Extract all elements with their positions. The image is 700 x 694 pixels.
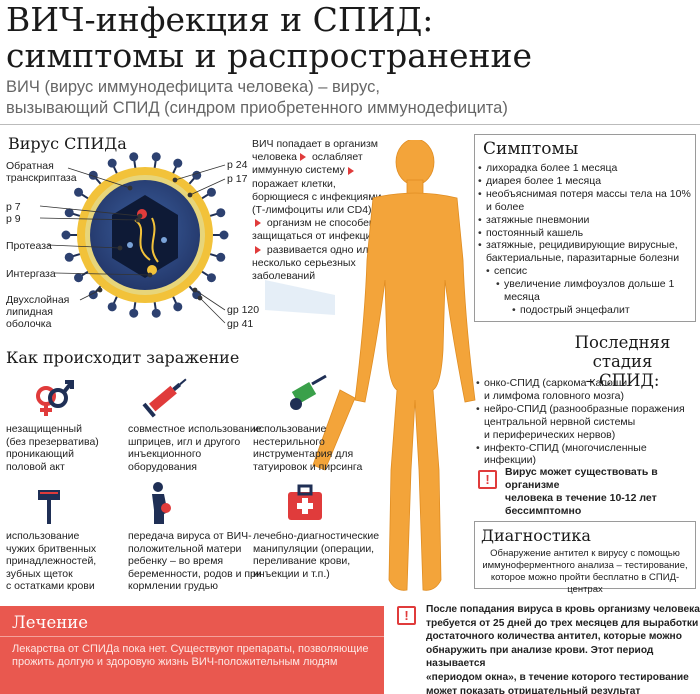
- page-subtitle: ВИЧ (вирус иммунодефицита человека) – ви…: [6, 77, 606, 119]
- virus-spike-head: [151, 308, 161, 318]
- last-stage-heading-line-1: Последняя стадия: [574, 333, 671, 371]
- treatment-heading: Лечение: [12, 613, 88, 632]
- transmission-heading: Как происходит заражение: [6, 348, 240, 367]
- symptoms-panel: Симптомы лихорадка более 1 месяца диарея…: [474, 134, 696, 322]
- virus-spike-head: [61, 230, 71, 240]
- transmission-item-3: использование нестерильного инструментар…: [253, 423, 363, 473]
- mechanism-step-1: ВИЧ попадает в организм человека: [252, 138, 379, 164]
- infection-mechanism-text: ВИЧ попадает в организм человека ослабля…: [252, 138, 382, 283]
- arrow-to-body: [265, 280, 335, 315]
- last-stage-item: нейро-СПИД (разнообразные поражения цент…: [476, 403, 698, 442]
- label-p24: p 24: [227, 159, 248, 171]
- razor-icon: [38, 490, 60, 524]
- transmission-item-5: передача вируса от ВИЧ- положительной ма…: [128, 530, 262, 592]
- pregnant-woman-icon: [152, 482, 171, 524]
- hiv-virus-diagram: [61, 152, 229, 318]
- diagnostics-panel: Диагностика Обнаружение антител к вирусу…: [474, 521, 696, 595]
- title-line-2: симптомы и распространение: [6, 36, 533, 75]
- virus-spike-head: [64, 252, 74, 262]
- mechanism-step-2: ослабляет иммунную систему: [252, 151, 363, 177]
- capsid: [112, 195, 178, 278]
- symptom-item: лихорадка более 1 месяца: [478, 162, 693, 175]
- arrow-icon: [255, 245, 261, 254]
- virus-spike-head: [151, 152, 161, 162]
- treatment-text: Лекарства от СПИДа пока нет. Существуют …: [12, 643, 369, 668]
- treatment-divider: [0, 636, 384, 637]
- human-body-figure: [265, 140, 476, 591]
- last-stage-item: онко-СПИД (саркома Капоши и лимфома голо…: [476, 377, 698, 403]
- survival-warning-text: Вирус может существовать в организме чел…: [505, 466, 658, 517]
- syringe-icon: [142, 378, 187, 418]
- window-period-text: После попадания вируса в кровь организму…: [426, 604, 700, 694]
- symptom-item: постоянный кашель: [478, 227, 693, 240]
- virus-spike-head: [206, 187, 216, 197]
- symptoms-heading: Симптомы: [483, 139, 579, 159]
- virus-spike-head: [173, 302, 183, 312]
- label-p7: p 7: [6, 201, 21, 213]
- last-stage-list: онко-СПИД (саркома Капоши и лимфома голо…: [476, 377, 698, 467]
- title-line-1: ВИЧ-инфекция и СПИД:: [6, 0, 434, 39]
- warning-icon: !: [397, 606, 416, 625]
- transmission-item-1: незащищенный (без презерватива) проникаю…: [6, 423, 99, 473]
- page-title: ВИЧ-инфекция и СПИД: симптомы и распрост…: [6, 2, 606, 74]
- header-divider: [0, 124, 700, 125]
- arrow-icon: [347, 166, 354, 175]
- symptom-item: диарея более 1 месяца: [478, 175, 693, 188]
- mechanism-step-3: поражает клетки, борющиеся с инфекциями …: [252, 177, 382, 217]
- label-gp120: gp 120: [227, 304, 260, 316]
- subtitle-line-2: вызывающий СПИД (синдром приобретенного …: [6, 99, 508, 117]
- transmission-item-6: лечебно-диагностические манипуляции (опе…: [253, 530, 380, 580]
- virus-spike-head: [88, 170, 98, 180]
- virus-spike-head: [216, 252, 226, 262]
- mechanism-step-4: организм не способен защищаться от инфек…: [252, 217, 378, 243]
- tattoo-machine-icon: [290, 374, 327, 410]
- arrow-icon: [255, 219, 261, 228]
- virus-spike-head: [64, 208, 74, 218]
- warning-icon: !: [478, 470, 497, 489]
- virus-spike-head: [219, 230, 229, 240]
- virus-spike-head: [206, 273, 216, 283]
- symptom-item: затяжные пневмонии: [478, 214, 693, 227]
- symptom-item: сепсис: [486, 265, 693, 278]
- virus-heading: Вирус СПИДа: [8, 134, 127, 153]
- medical-kit-icon: [288, 484, 322, 520]
- virus-spike-head: [74, 273, 84, 283]
- treatment-panel: Лечение Лекарства от СПИДа пока нет. Сущ…: [0, 606, 384, 694]
- virus-spike-head: [107, 158, 117, 168]
- virus-spike-head: [216, 208, 226, 218]
- symptom-item: затяжные, рецидивирующие вирусные, бакте…: [478, 239, 693, 265]
- diagnostics-heading: Диагностика: [481, 526, 591, 545]
- transmission-item-2: совместное использование шприцев, игл и …: [128, 423, 262, 473]
- label-p17: p 17: [227, 173, 248, 185]
- label-reverse-transcriptase: Обратная транскриптаза: [6, 160, 77, 184]
- virus-leader-lines: [39, 164, 226, 324]
- virus-spike-head: [173, 158, 183, 168]
- label-p9: p 9: [6, 213, 21, 225]
- symptom-item: подострый энцефалит: [512, 304, 693, 317]
- transmission-item-4: использование чужих бритвенных принадлеж…: [6, 530, 97, 592]
- diagnostics-text: Обнаружение антител к вирусу с помощью и…: [482, 548, 688, 595]
- arrow-icon: [300, 153, 307, 162]
- gender-symbols-icon: [36, 380, 74, 416]
- mechanism-step-5: развивается одно или несколько серьезных…: [252, 243, 375, 283]
- label-integrase: Интергаза: [6, 268, 56, 280]
- label-lipid-membrane: Двухслойная липидная оболочка: [6, 294, 70, 330]
- label-gp41: gp 41: [227, 318, 254, 330]
- virus-spike-head: [107, 302, 117, 312]
- subtitle-line-1: ВИЧ (вирус иммунодефицита человека) – ви…: [6, 78, 380, 96]
- symptoms-list: лихорадка более 1 месяца диарея более 1 …: [478, 162, 693, 317]
- virus-spike-head: [129, 308, 139, 318]
- last-stage-item: инфекто-СПИД (многочисленные инфекции): [476, 442, 698, 468]
- integrase-dot: [147, 265, 157, 275]
- symptom-item: увеличение лимфоузлов дольше 1 месяца: [496, 278, 693, 304]
- symptom-item: необъяснимая потеря массы тела на 10% и …: [478, 188, 693, 214]
- virus-spike-head: [129, 152, 139, 162]
- label-protease: Протеаза: [6, 240, 52, 252]
- virus-spike-head: [74, 187, 84, 197]
